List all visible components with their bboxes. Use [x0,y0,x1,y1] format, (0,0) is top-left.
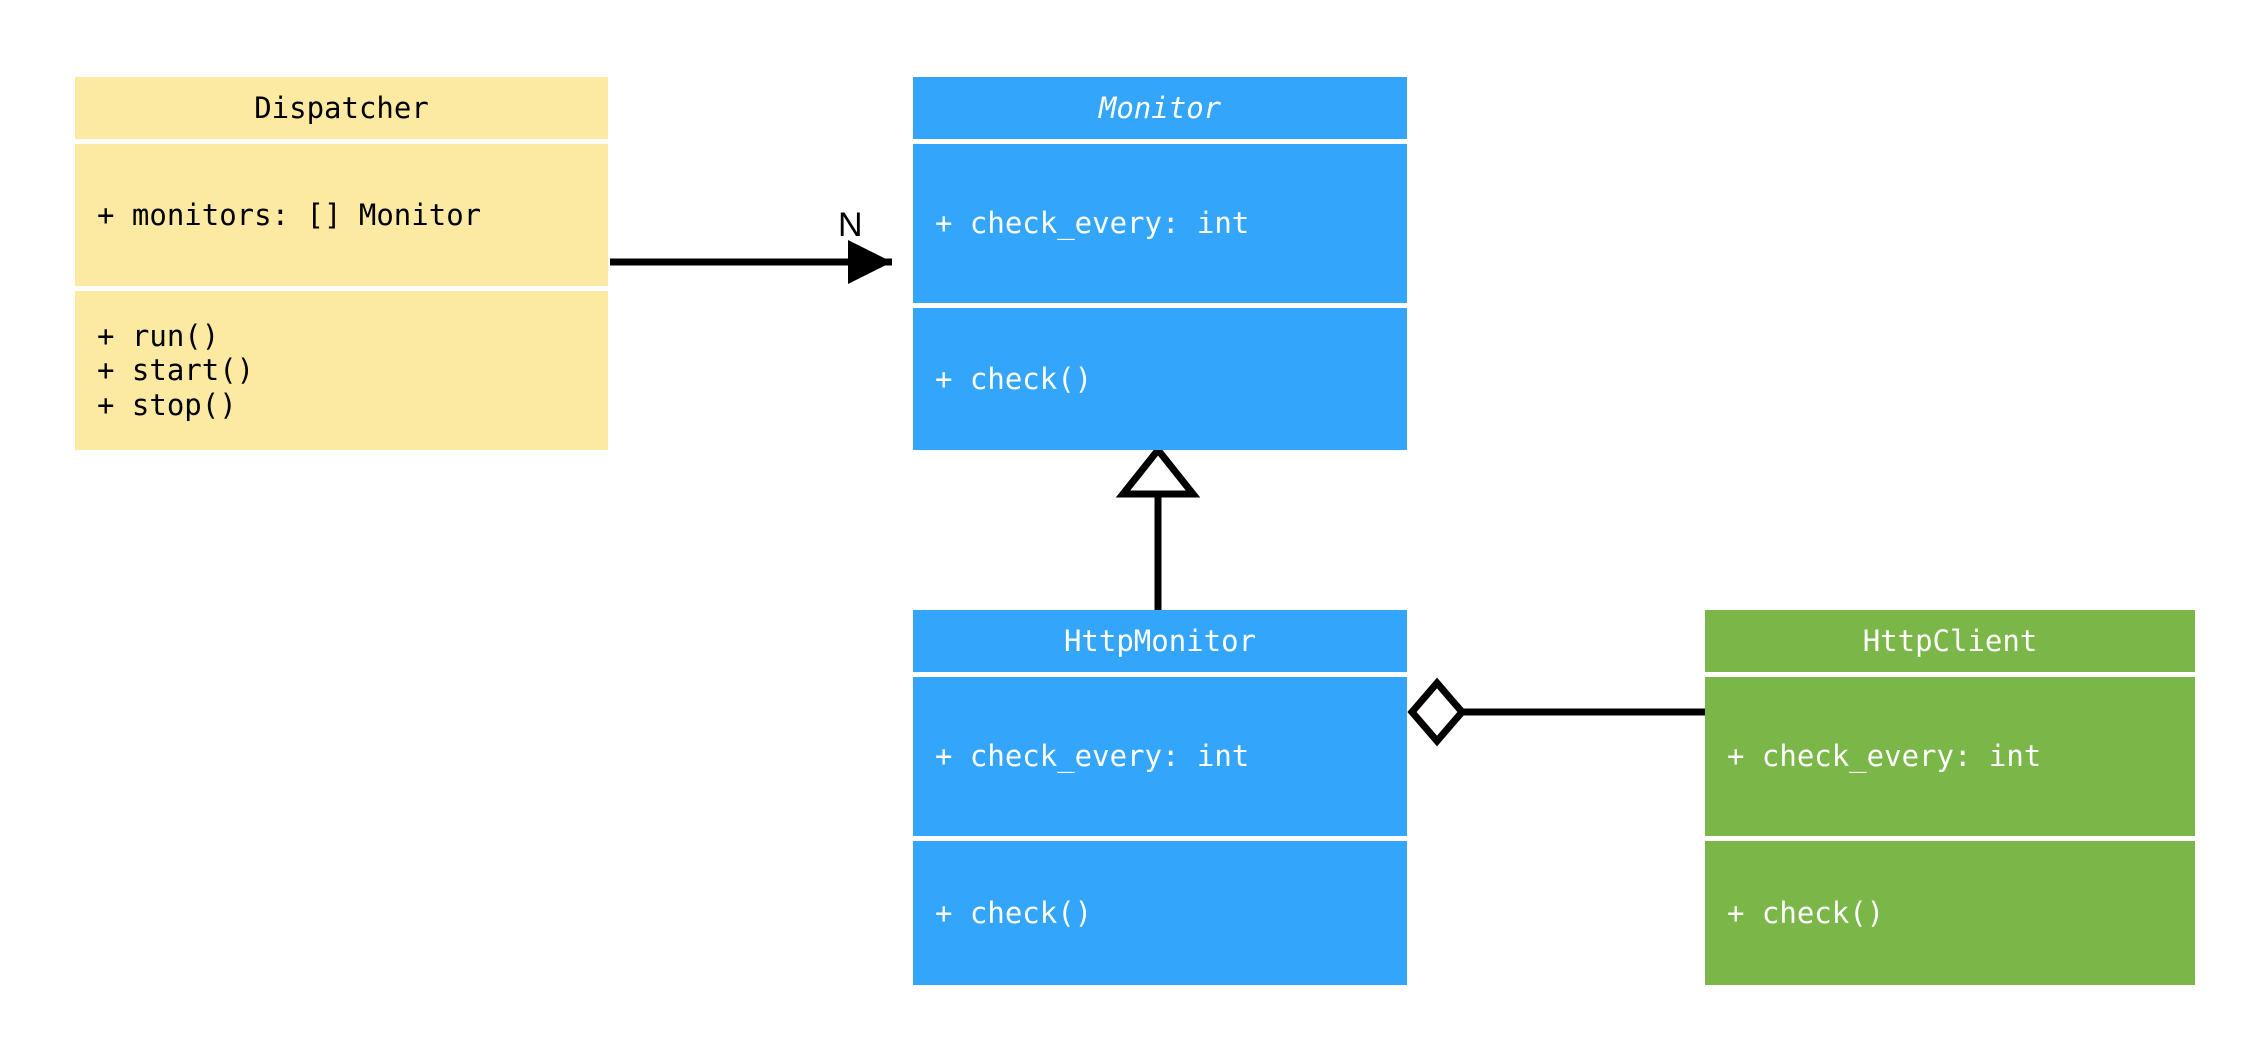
method-row: + start() [97,353,255,388]
class-methods-monitor: + check() [913,308,1407,450]
attribute-row: + check_every: int [935,739,1250,774]
method-row: + check() [935,895,1093,930]
class-title-dispatcher: Dispatcher [75,77,608,139]
class-attributes-http-monitor: + check_every: int [913,677,1407,836]
generalization-httpmonitor-monitor [1115,444,1201,610]
generalization-triangle-icon [1115,444,1201,498]
class-methods-http-monitor: + check() [913,841,1407,985]
association-multiplicity-label: N [838,206,863,244]
class-title-monitor: Monitor [913,77,1407,139]
class-attributes-dispatcher: + monitors: [] Monitor [75,144,608,286]
association-dispatcher-monitor [610,240,892,284]
class-title-http-monitor: HttpMonitor [913,610,1407,672]
class-name-label: Monitor [1098,91,1222,125]
class-methods-http-client: + check() [1705,841,2195,985]
attribute-row: + check_every: int [935,206,1250,241]
method-row: + check() [1727,895,1885,930]
class-methods-dispatcher: + run() + start() + stop() [75,291,608,450]
aggregation-diamond-icon [1407,677,1467,747]
association-arrowhead-icon [848,240,892,284]
aggregation-httpmonitor-httpclient [1407,677,1705,747]
class-box-dispatcher[interactable]: Dispatcher + monitors: [] Monitor + run(… [75,77,608,450]
class-name-label: HttpClient [1862,624,2038,658]
method-row: + run() [97,319,220,354]
class-box-http-monitor[interactable]: HttpMonitor + check_every: int + check() [913,610,1407,985]
class-box-http-client[interactable]: HttpClient + check_every: int + check() [1705,610,2195,985]
class-box-monitor[interactable]: Monitor + check_every: int + check() [913,77,1407,450]
method-row: + stop() [97,387,237,422]
attribute-row: + check_every: int [1727,739,2042,774]
class-title-http-client: HttpClient [1705,610,2195,672]
class-attributes-monitor: + check_every: int [913,144,1407,303]
method-row: + check() [935,361,1093,396]
class-name-label: HttpMonitor [1063,624,1257,658]
class-attributes-http-client: + check_every: int [1705,677,2195,836]
attribute-row: + monitors: [] Monitor [97,197,482,232]
class-name-label: Dispatcher [254,91,429,125]
